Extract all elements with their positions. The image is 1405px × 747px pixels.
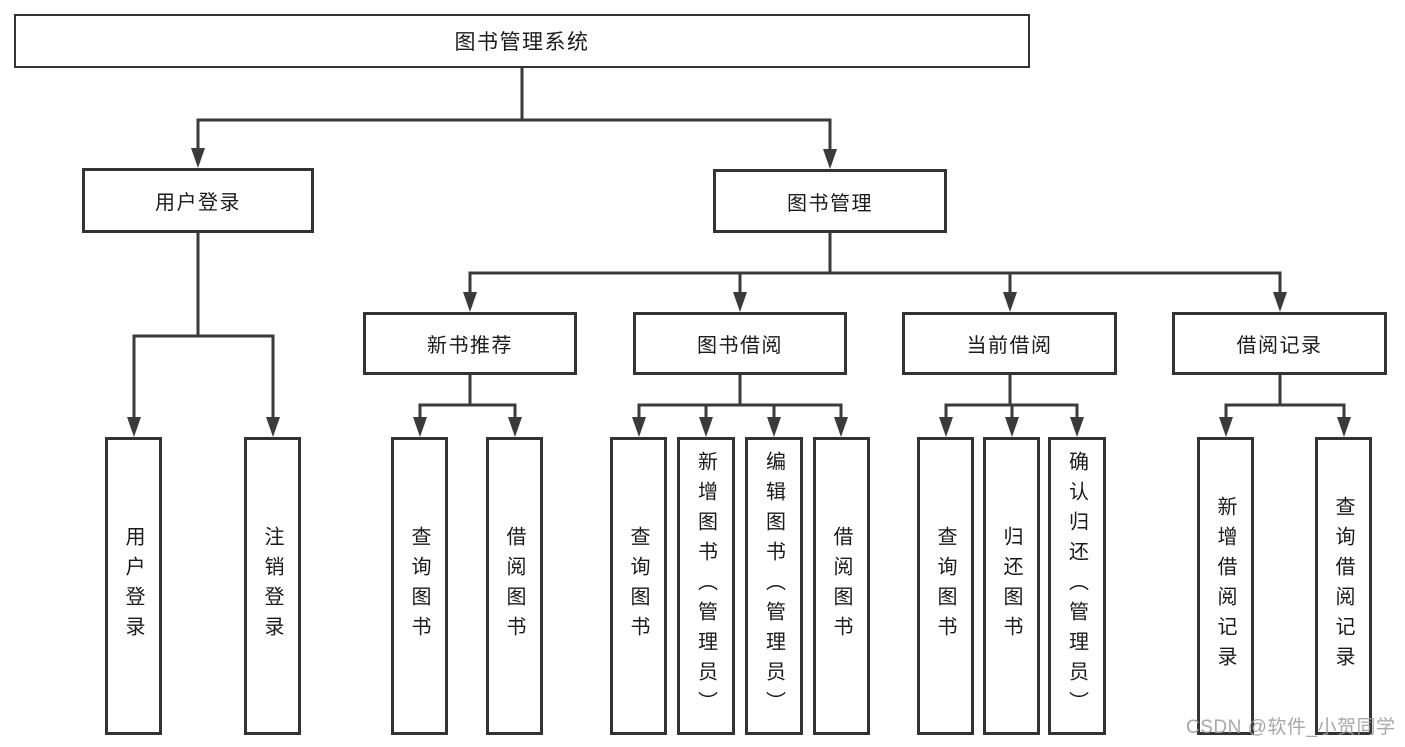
leaf-recommend-borrow-books: 借阅图书: [486, 437, 543, 735]
node-new-book-recommend-label: 新书推荐: [427, 335, 513, 357]
leaf-recommend-query-books: 查询图书: [391, 437, 448, 735]
node-root-label: 图书管理系统: [454, 31, 590, 54]
leaf-logout-label: 注销登录: [261, 526, 283, 646]
edge-records-to-leaves: [1219, 375, 1351, 437]
leaf-borrow-borrow-books: 借阅图书: [813, 437, 870, 735]
watermark: CSDN @软件_小贺同学: [1186, 717, 1396, 738]
leaf-current-query-books: 查询图书: [917, 437, 974, 735]
node-root: 图书管理系统: [14, 14, 1030, 68]
node-borrow-records: 借阅记录: [1172, 312, 1387, 375]
leaf-current-return-books: 归还图书: [983, 437, 1040, 735]
node-book-mgmt-label: 图书管理: [787, 192, 873, 215]
edge-current-to-leaves: [939, 375, 1084, 437]
node-borrow-records-label: 借阅记录: [1236, 335, 1323, 357]
leaf-user-login: 用户登录: [105, 437, 162, 735]
node-new-book-recommend: 新书推荐: [363, 312, 577, 375]
node-book-borrow: 图书借阅: [633, 312, 847, 375]
leaf-borrow-add-books-admin-label: 新增图书（管理员）: [694, 451, 717, 721]
leaf-logout: 注销登录: [244, 437, 301, 735]
leaf-current-confirm-return-admin: 确认归还（管理员）: [1048, 437, 1106, 735]
node-user-login-label: 用户登录: [155, 192, 241, 214]
leaf-current-return-books-label: 归还图书: [1000, 526, 1022, 646]
leaf-borrow-query-books: 查询图书: [610, 437, 667, 735]
node-current-borrow-label: 当前借阅: [966, 335, 1053, 357]
leaf-records-query-borrow-record-label: 查询借阅记录: [1332, 496, 1354, 676]
node-current-borrow: 当前借阅: [902, 312, 1117, 375]
leaf-recommend-query-books-label: 查询图书: [408, 526, 430, 646]
leaf-user-login-label: 用户登录: [122, 526, 144, 646]
leaf-recommend-borrow-books-label: 借阅图书: [503, 526, 525, 646]
leaf-borrow-add-books-admin: 新增图书（管理员）: [677, 437, 735, 735]
node-user-login: 用户登录: [82, 168, 314, 233]
leaf-records-add-borrow-record: 新增借阅记录: [1197, 437, 1254, 735]
leaf-borrow-edit-books-admin-label: 编辑图书（管理员）: [762, 451, 785, 721]
leaf-records-query-borrow-record: 查询借阅记录: [1315, 437, 1372, 735]
edge-book-mgmt-to-level3: [463, 233, 1287, 312]
node-book-borrow-label: 图书借阅: [697, 335, 783, 357]
leaf-current-query-books-label: 查询图书: [934, 526, 956, 646]
edge-borrow-to-leaves: [632, 375, 848, 437]
edge-user-login-to-leaves: [127, 233, 280, 437]
leaf-borrow-edit-books-admin: 编辑图书（管理员）: [745, 437, 803, 735]
leaf-current-confirm-return-admin-label: 确认归还（管理员）: [1065, 451, 1088, 721]
edge-root-to-level2: [191, 68, 837, 169]
leaf-records-add-borrow-record-label: 新增借阅记录: [1214, 496, 1236, 676]
edge-recommend-to-leaves: [413, 375, 522, 437]
leaf-borrow-borrow-books-label: 借阅图书: [830, 526, 852, 646]
node-book-mgmt: 图书管理: [713, 169, 947, 233]
leaf-borrow-query-books-label: 查询图书: [627, 526, 649, 646]
